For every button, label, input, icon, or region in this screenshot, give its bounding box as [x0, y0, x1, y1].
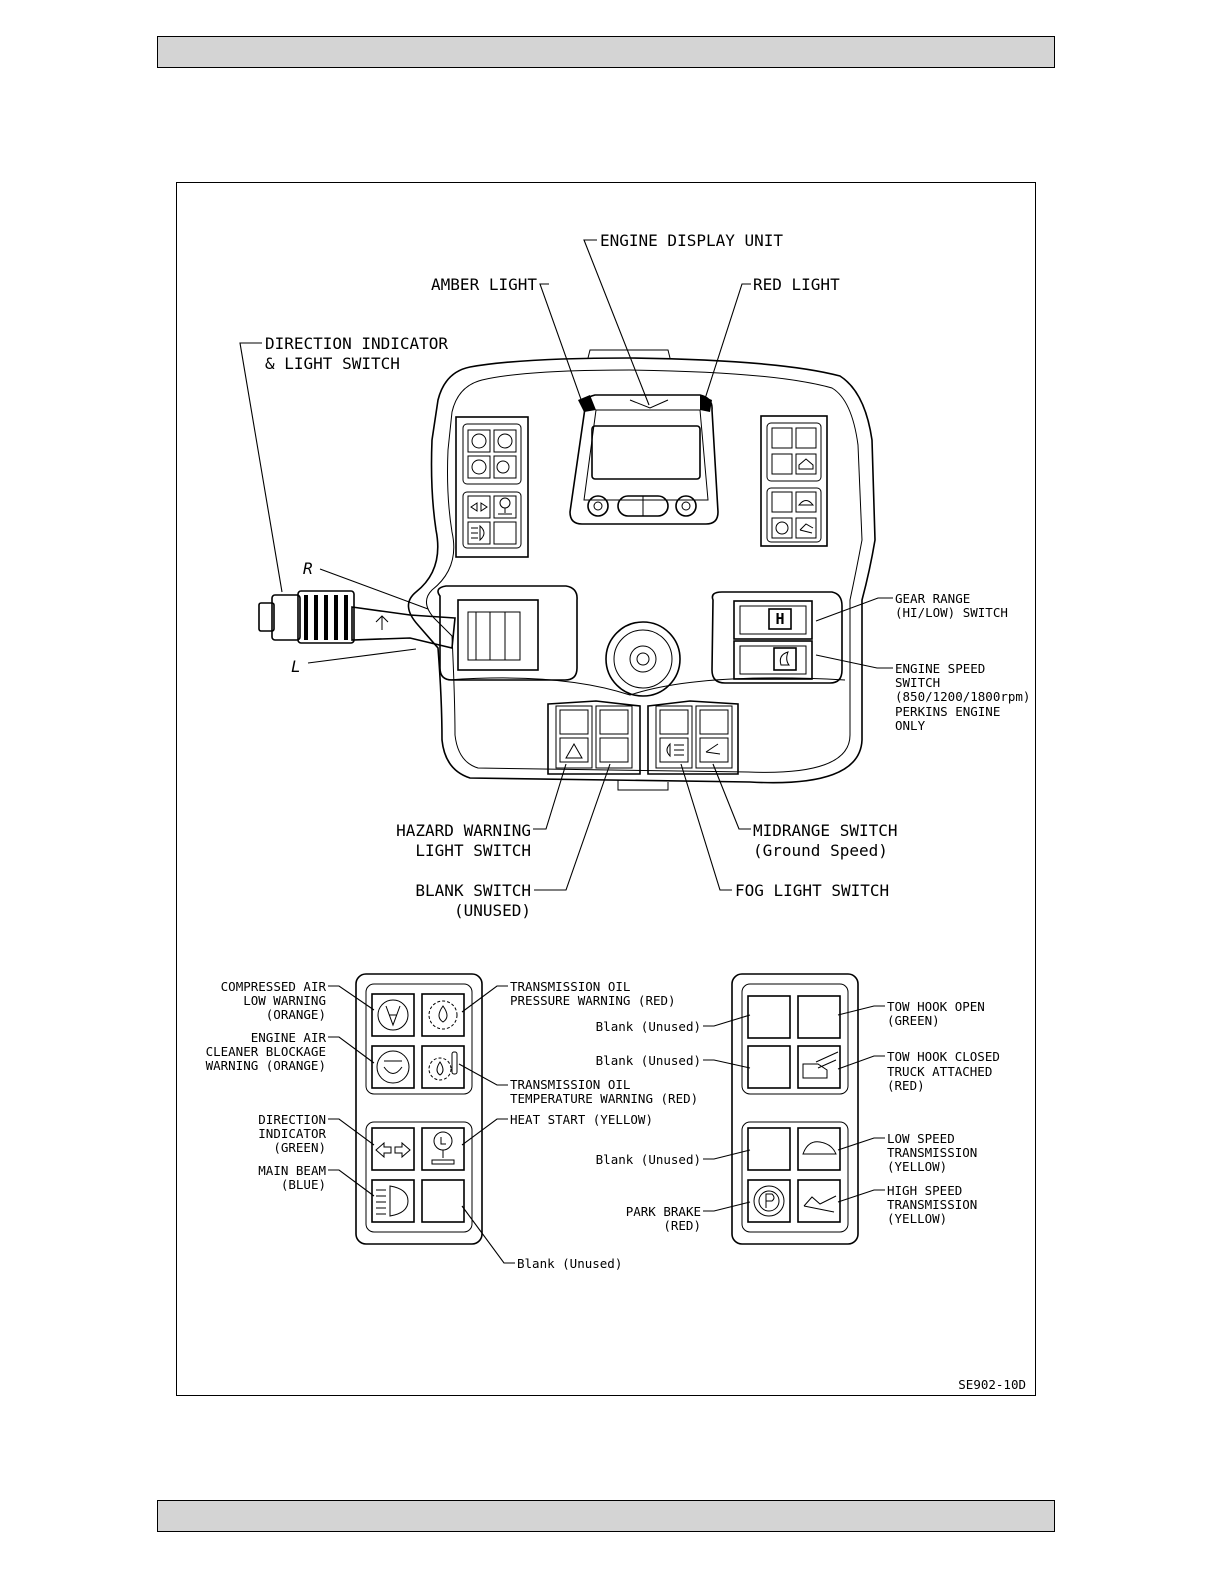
left-detail-panel: [355, 973, 483, 1245]
low-speed-label-1: LOW SPEED: [887, 1131, 955, 1146]
center-knob: [605, 621, 681, 697]
tow-open-label-2: (GREEN): [887, 1013, 940, 1028]
right-panel-labels: Blank (Unused) Blank (Unused) Blank (Unu…: [596, 999, 1000, 1233]
trans-pressure-label-1: TRANSMISSION OIL: [510, 979, 630, 994]
gear-h-letter: H: [775, 610, 784, 628]
main-labels: ENGINE DISPLAY UNIT AMBER LIGHT RED LIGH…: [265, 231, 1030, 920]
park-brake-label-1: PARK BRAKE: [626, 1204, 701, 1219]
left-blank-unused-label: Blank (Unused): [517, 1256, 622, 1271]
main-beam-label-1: MAIN BEAM: [258, 1163, 326, 1178]
trans-temp-label-2: TEMPERATURE WARNING (RED): [510, 1091, 698, 1106]
direction-indicator-label-2: & LIGHT SWITCH: [265, 354, 400, 373]
right-panel-callouts: [703, 1005, 885, 1212]
trans-pressure-label-2: PRESSURE WARNING (RED): [510, 993, 676, 1008]
heat-start-label: HEAT START (YELLOW): [510, 1112, 653, 1127]
engine-speed-label-5: ONLY: [895, 718, 926, 733]
gear-range-label-2: (HI/LOW) SWITCH: [895, 605, 1008, 620]
tow-open-label-1: TOW HOOK OPEN: [887, 999, 985, 1014]
engine-speed-label-2: SWITCH: [895, 675, 940, 690]
blank-switch-label-1: BLANK SWITCH: [415, 881, 531, 900]
main-beam-label-2: (BLUE): [281, 1177, 326, 1192]
engine-display-unit-label: ENGINE DISPLAY UNIT: [600, 231, 783, 250]
engine-display-unit: [569, 394, 719, 525]
trans-temp-label-1: TRANSMISSION OIL: [510, 1077, 630, 1092]
direction-label-3: (GREEN): [273, 1140, 326, 1155]
park-brake-label-2: (RED): [663, 1218, 701, 1233]
blank-switch-label-2: (UNUSED): [454, 901, 531, 920]
tow-closed-label-1: TOW HOOK CLOSED: [887, 1049, 1000, 1064]
left-warning-cluster-small: [455, 416, 529, 558]
direction-indicator-stalk: [258, 590, 456, 649]
low-speed-label-2: TRANSMISSION: [887, 1145, 977, 1160]
high-speed-label-2: TRANSMISSION: [887, 1197, 977, 1212]
air-cleaner-label-3: WARNING (ORANGE): [206, 1058, 326, 1073]
compressed-air-label-3: (ORANGE): [266, 1007, 326, 1022]
tow-closed-label-3: (RED): [887, 1078, 925, 1093]
midrange-label-2: (Ground Speed): [753, 841, 888, 860]
compressed-air-label-1: COMPRESSED AIR: [221, 979, 327, 994]
hazard-label-2: LIGHT SWITCH: [415, 841, 531, 860]
air-cleaner-label-1: ENGINE AIR: [251, 1030, 327, 1045]
amber-light-label: AMBER LIGHT: [431, 275, 537, 294]
compressed-air-label-2: LOW WARNING: [243, 993, 326, 1008]
gear-range-label-1: GEAR RANGE: [895, 591, 970, 606]
low-speed-label-3: (YELLOW): [887, 1159, 947, 1174]
left-panel-labels: COMPRESSED AIR LOW WARNING (ORANGE) ENGI…: [206, 979, 699, 1271]
page-header-bar: [157, 36, 1055, 68]
right-blank-label-3: Blank (Unused): [596, 1152, 701, 1167]
stalk-l-label: L: [291, 657, 301, 676]
left-panel-callouts: [328, 985, 515, 1264]
figure-frame: [176, 182, 1036, 1396]
engine-speed-label-3: (850/1200/1800rpm): [895, 689, 1030, 704]
tow-closed-label-2: TRUCK ATTACHED: [887, 1064, 992, 1079]
direction-label-2: INDICATOR: [258, 1126, 326, 1141]
direction-indicator-label-1: DIRECTION INDICATOR: [265, 334, 448, 353]
direction-label-1: DIRECTION: [258, 1112, 326, 1127]
callout-lines-top: [239, 239, 893, 891]
stalk-r-label: R: [303, 559, 313, 578]
right-warning-cluster-small: [760, 415, 828, 547]
bottom-rocker-switches: [547, 700, 739, 775]
hazard-label-1: HAZARD WARNING: [396, 821, 531, 840]
dashboard-body: [407, 349, 876, 791]
midrange-label-1: MIDRANGE SWITCH: [753, 821, 898, 840]
right-blank-label-2: Blank (Unused): [596, 1053, 701, 1068]
fog-light-label: FOG LIGHT SWITCH: [735, 881, 889, 900]
red-light-label: RED LIGHT: [753, 275, 840, 294]
engine-speed-label-1: ENGINE SPEED: [895, 661, 985, 676]
high-speed-label-1: HIGH SPEED: [887, 1183, 962, 1198]
engine-speed-label-4: PERKINS ENGINE: [895, 704, 1000, 719]
gear-speed-switch-block: H: [711, 591, 843, 684]
high-speed-label-3: (YELLOW): [887, 1211, 947, 1226]
figure-id: SE902-10D: [958, 1377, 1026, 1392]
right-blank-label-1: Blank (Unused): [596, 1019, 701, 1034]
stalk-housing: [437, 585, 578, 681]
page-footer-bar: [157, 1500, 1055, 1532]
air-cleaner-label-2: CLEANER BLOCKAGE: [206, 1044, 326, 1059]
